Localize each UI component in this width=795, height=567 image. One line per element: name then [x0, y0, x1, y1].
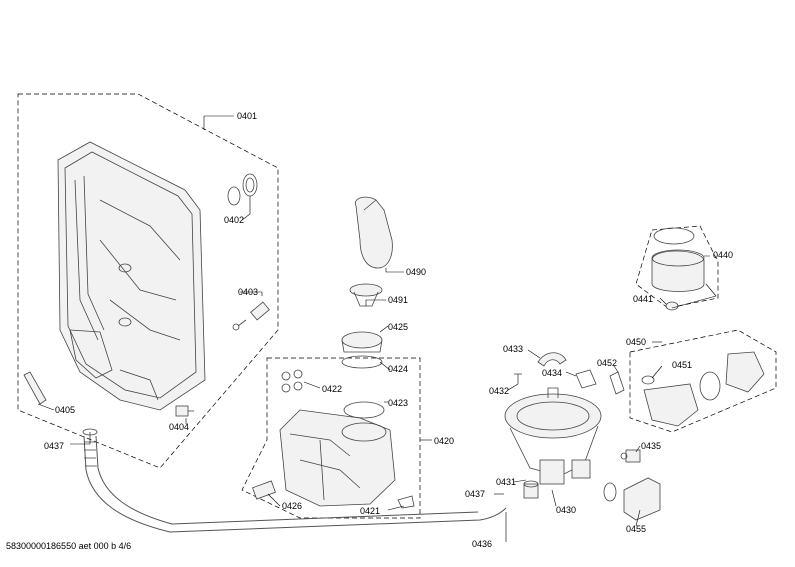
- bracket-0452-part: [609, 371, 625, 395]
- circulation-pump-0450-part: [643, 351, 765, 427]
- label-0403: 0403: [238, 287, 258, 297]
- base-tray-part: [57, 141, 206, 411]
- document-reference: 58300000186550 aet 000 b 4/6: [6, 541, 132, 551]
- label-0405: 0405: [55, 405, 75, 415]
- label-0421: 0421: [360, 506, 380, 516]
- label-0426: 0426: [282, 501, 302, 511]
- clamp-0434-part: [575, 369, 597, 389]
- sensor-0435-part: [620, 449, 641, 463]
- funnel-part: [354, 196, 393, 269]
- arc-0433-part: [537, 352, 567, 367]
- label-0441: 0441: [633, 294, 653, 304]
- valve-part: [232, 301, 270, 331]
- seal-0441-part: [665, 301, 679, 311]
- pump-0455-part: [603, 477, 661, 521]
- connector-0426-part: [252, 480, 276, 500]
- ring-0423-part: [343, 401, 385, 419]
- group-outline-0401: [17, 93, 279, 469]
- label-0491: 0491: [388, 295, 408, 305]
- label-0433: 0433: [503, 344, 523, 354]
- part-labels: 0401 0402 0403 0404 0405 0437 0490 0491 …: [44, 111, 733, 549]
- sump-0430-part: [504, 387, 602, 485]
- label-0435: 0435: [641, 441, 661, 451]
- label-0424: 0424: [388, 364, 408, 374]
- lid-0425-part: [341, 331, 383, 353]
- group-outline-0440: [635, 225, 719, 309]
- strip-0405-part: [23, 371, 47, 405]
- seal-0451-part: [641, 375, 655, 385]
- label-0434: 0434: [542, 368, 562, 378]
- softener-unit-part: [279, 409, 396, 507]
- small-rings-part: [281, 369, 303, 393]
- label-0404: 0404: [169, 422, 189, 432]
- heat-pump-0440-part: [651, 227, 705, 292]
- group-outline-0420: [241, 357, 421, 519]
- ring-0424-part: [341, 355, 383, 369]
- label-0420: 0420: [434, 436, 454, 446]
- coupling-0431-part: [523, 480, 539, 499]
- label-0430: 0430: [556, 505, 576, 515]
- label-0450: 0450: [626, 337, 646, 347]
- label-0437-right: 0437: [465, 489, 485, 499]
- label-0490: 0490: [406, 267, 426, 277]
- label-0422: 0422: [322, 384, 342, 394]
- leader-lines: [37, 115, 717, 542]
- connector-0404-part: [175, 405, 194, 417]
- label-0402: 0402: [224, 215, 244, 225]
- label-0432: 0432: [489, 386, 509, 396]
- label-0425: 0425: [388, 322, 408, 332]
- group-outline-0450: [629, 329, 777, 433]
- label-0451: 0451: [672, 360, 692, 370]
- clip-0421-part: [397, 495, 415, 509]
- label-0440: 0440: [713, 250, 733, 260]
- screw-0432-part: [514, 373, 522, 384]
- label-0452: 0452: [597, 358, 617, 368]
- seal-rings-part: [227, 173, 258, 206]
- label-0455: 0455: [626, 524, 646, 534]
- label-0423: 0423: [388, 398, 408, 408]
- label-0431: 0431: [496, 477, 516, 487]
- label-0436: 0436: [472, 539, 492, 549]
- label-0401: 0401: [237, 111, 257, 121]
- label-0437-left: 0437: [44, 441, 64, 451]
